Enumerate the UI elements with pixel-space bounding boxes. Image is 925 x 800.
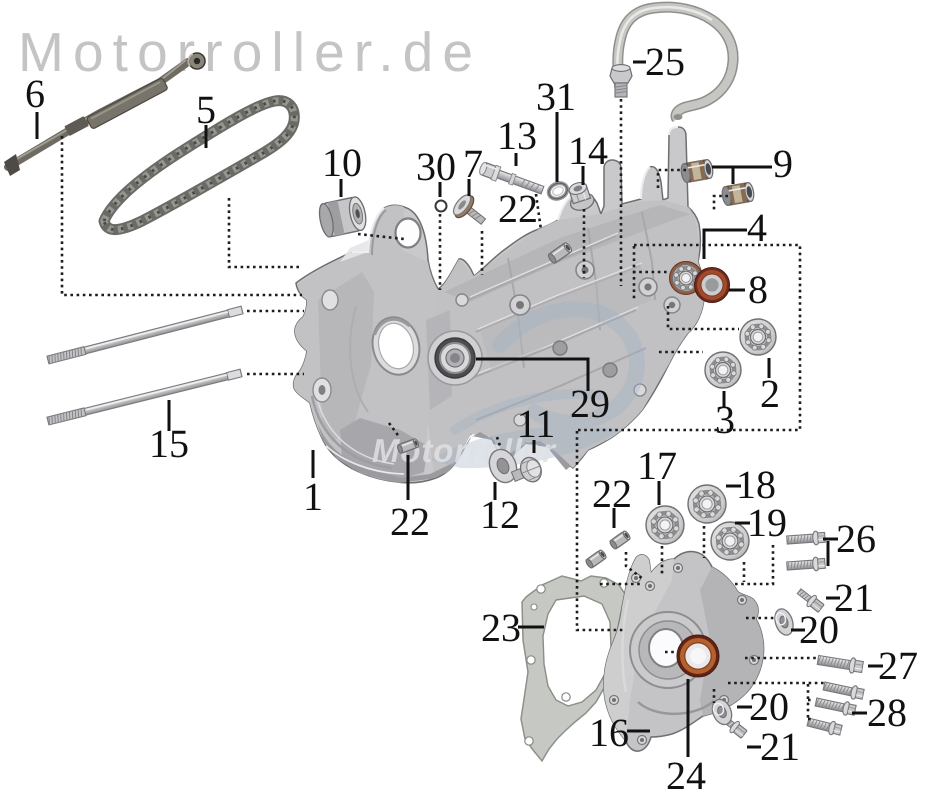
- svg-text:29: 29: [570, 381, 610, 426]
- svg-text:13: 13: [497, 113, 537, 158]
- svg-text:28: 28: [867, 690, 907, 735]
- svg-text:23: 23: [481, 605, 521, 650]
- svg-text:8: 8: [748, 267, 768, 312]
- svg-text:16: 16: [589, 710, 629, 755]
- svg-text:1: 1: [303, 474, 323, 519]
- svg-text:22: 22: [498, 186, 538, 231]
- svg-text:3: 3: [715, 397, 735, 442]
- svg-text:4: 4: [747, 205, 767, 250]
- svg-text:11: 11: [517, 401, 556, 446]
- svg-text:22: 22: [592, 471, 632, 516]
- svg-text:25: 25: [645, 39, 685, 84]
- svg-text:9: 9: [773, 141, 793, 186]
- svg-text:24: 24: [666, 753, 706, 798]
- svg-text:17: 17: [637, 443, 677, 488]
- svg-text:12: 12: [480, 492, 520, 537]
- svg-text:18: 18: [736, 462, 776, 507]
- svg-text:6: 6: [25, 71, 45, 116]
- svg-text:26: 26: [836, 516, 876, 561]
- svg-text:14: 14: [568, 128, 608, 173]
- svg-text:20: 20: [799, 607, 839, 652]
- svg-text:27: 27: [878, 643, 918, 688]
- svg-text:7: 7: [463, 141, 483, 186]
- svg-text:Motorroller.de: Motorroller.de: [18, 21, 476, 83]
- svg-text:19: 19: [747, 500, 787, 545]
- svg-text:22: 22: [390, 499, 430, 544]
- svg-text:10: 10: [322, 140, 362, 185]
- svg-text:21: 21: [760, 724, 800, 769]
- svg-text:31: 31: [536, 74, 576, 119]
- svg-text:15: 15: [149, 421, 189, 466]
- svg-text:20: 20: [749, 684, 789, 729]
- svg-text:21: 21: [834, 575, 874, 620]
- svg-text:5: 5: [196, 87, 216, 132]
- svg-text:30: 30: [416, 144, 456, 189]
- svg-text:2: 2: [760, 371, 780, 416]
